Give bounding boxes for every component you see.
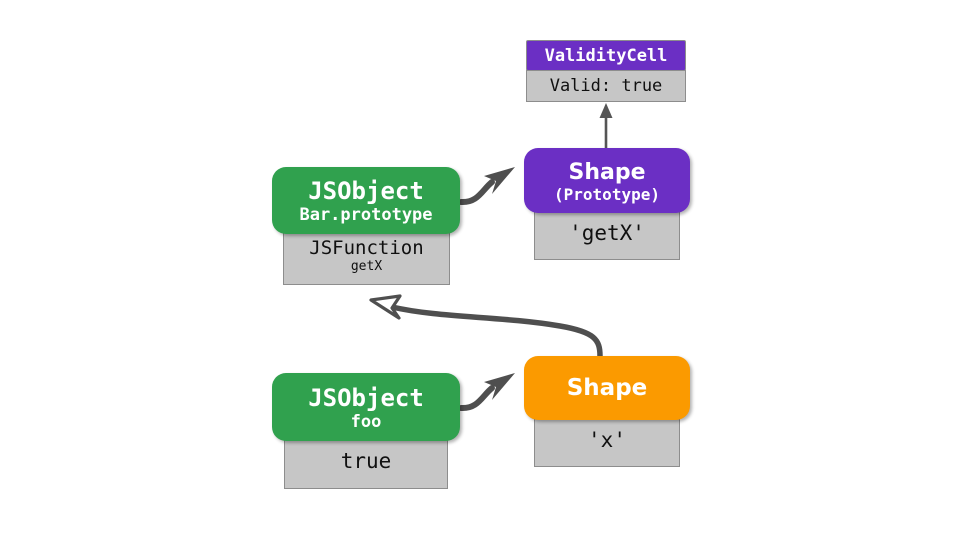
bar-prototype-header: JSObject Bar.prototype [272,167,460,234]
validity-cell-header: ValidityCell [526,40,686,71]
node-foo-object: JSObject foo true [272,373,460,489]
shape-prototype-subtitle: (Prototype) [554,184,660,204]
shape-body: 'x' [534,412,680,467]
validity-cell-title: ValidityCell [544,45,668,66]
arrow-shape-prototype-to-validitycell [599,103,613,148]
shape-body-text: 'x' [588,427,626,452]
foo-object-title: JSObject [308,383,424,412]
arrow-bar-prototype-to-shape-prototype [458,167,515,206]
node-bar-prototype: JSObject Bar.prototype JSFunction getX [272,167,460,285]
bar-prototype-body-sub: getX [350,258,383,274]
arrow-foo-to-shape [458,373,515,412]
foo-object-subtitle: foo [350,411,382,432]
bar-prototype-body: JSFunction getX [283,226,450,285]
shape-prototype-body: 'getX' [534,205,680,260]
bar-prototype-title: JSObject [308,177,424,205]
node-validity-cell: ValidityCell Valid: true [526,40,686,102]
node-shape: Shape 'x' [524,356,690,467]
bar-prototype-subtitle: Bar.prototype [299,205,433,225]
shape-prototype-title: Shape [568,159,646,185]
node-shape-prototype: Shape (Prototype) 'getX' [524,148,690,260]
arrow-shape-to-bar-prototype-body [369,294,603,359]
validity-cell-body-text: Valid: true [549,76,663,96]
shape-header: Shape [524,356,690,420]
shape-prototype-body-text: 'getX' [569,220,645,245]
foo-object-body: true [284,433,448,489]
shape-title: Shape [566,375,648,401]
foo-object-body-text: true [340,449,392,473]
foo-object-header: JSObject foo [272,373,460,441]
bar-prototype-body-main: JSFunction [309,236,424,259]
shape-prototype-header: Shape (Prototype) [524,148,690,213]
validity-cell-body: Valid: true [526,70,686,102]
